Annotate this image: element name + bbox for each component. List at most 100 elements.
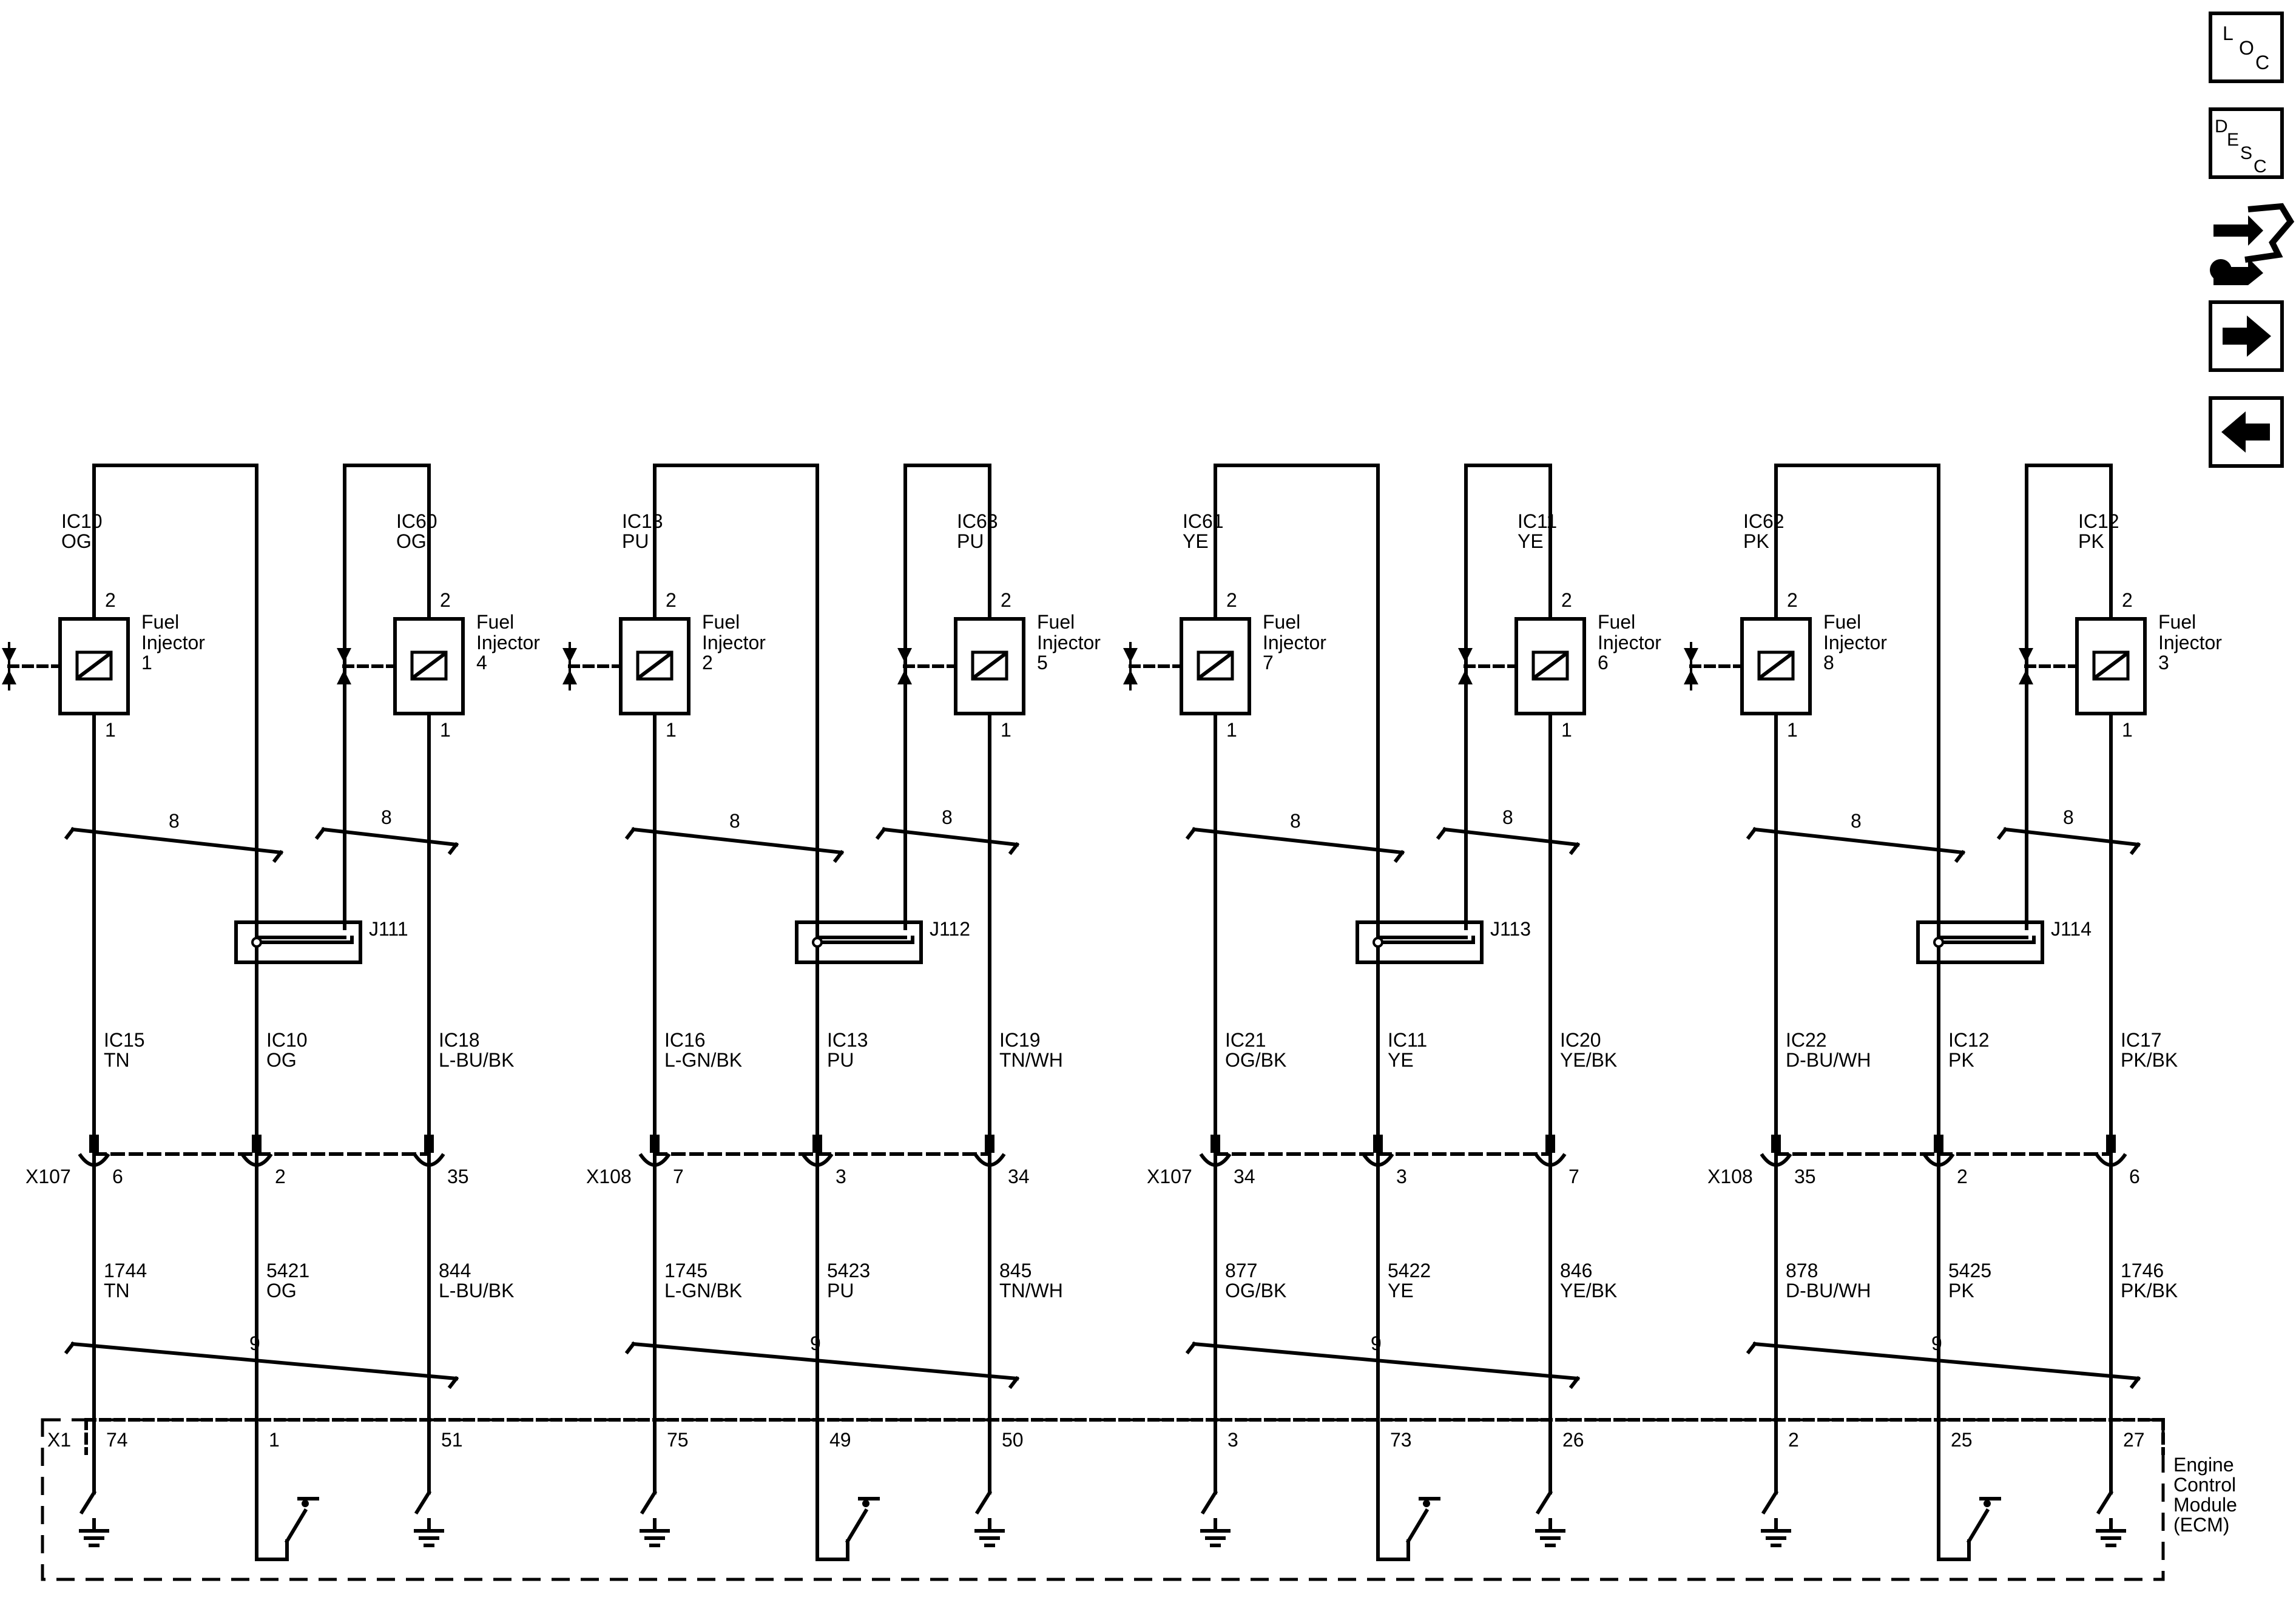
bundle-count-a: 8 xyxy=(169,810,180,832)
location-letter-l: L xyxy=(2223,22,2234,44)
low-wire-circuit-1: 1745 xyxy=(664,1260,707,1281)
actuator-arrow-down-icon xyxy=(2,648,16,663)
ecm-pin-number-3: 50 xyxy=(1002,1429,1024,1451)
injector-label-line-1: Fuel xyxy=(1823,611,1861,633)
low-wire-circuit-2: 5423 xyxy=(827,1260,870,1281)
forward-button[interactable] xyxy=(2209,300,2284,372)
ecm-pin-number-1: 2 xyxy=(1788,1429,1799,1451)
connector-pin-female xyxy=(1362,1153,1394,1167)
connector-pin-male xyxy=(985,1135,994,1153)
description-letter-c: C xyxy=(2254,157,2267,177)
splice-label: J111 xyxy=(369,918,408,940)
connector-pin-male xyxy=(1210,1135,1220,1153)
mid-wire-color-1: TN xyxy=(104,1049,130,1071)
connector-pin-number-1: 6 xyxy=(112,1166,123,1187)
splice-pack xyxy=(1356,920,1484,964)
injector-group-4: 21FuelInjector8IC62PK21FuelInjector3IC12… xyxy=(1684,464,2222,1561)
injector-number: 7 xyxy=(1263,652,1274,673)
connector-pin-number-1: 7 xyxy=(673,1166,684,1187)
mid-wire-color-2: OG xyxy=(266,1049,297,1071)
injector-label-line-2: Injector xyxy=(2158,632,2222,653)
connector-pin-male xyxy=(252,1135,262,1153)
ecm-pin-number-1: 75 xyxy=(667,1429,689,1451)
splice-node xyxy=(251,937,262,948)
splice-label: J114 xyxy=(2051,918,2092,940)
connector-tool-icon[interactable] xyxy=(2210,203,2295,285)
back-button[interactable] xyxy=(2209,396,2284,468)
injector-pin-top: 2 xyxy=(105,589,116,611)
actuator-arrow-down-icon xyxy=(897,648,912,663)
low-wire-circuit-2: 5422 xyxy=(1388,1260,1431,1281)
driver-switch xyxy=(2096,1490,2114,1515)
actuator-arrow-up-icon xyxy=(1684,670,1698,684)
connector-pin-male xyxy=(1545,1135,1555,1153)
injector-coil-slash xyxy=(1198,652,1233,680)
injector-wire-color: PU xyxy=(957,530,984,552)
injector-label-line-2: Injector xyxy=(1823,632,1887,653)
connector-pin-female xyxy=(78,1153,110,1167)
injector-pin-top: 2 xyxy=(1001,589,1011,611)
mid-wire-color-1: OG/BK xyxy=(1225,1049,1286,1071)
description-button[interactable]: D E S C xyxy=(2209,107,2284,179)
connector-pin-male xyxy=(1934,1135,1943,1153)
mid-wire-circuit-1: IC22 xyxy=(1786,1029,1827,1051)
actuator-arrow-up-icon xyxy=(897,670,912,684)
connector-pin-female xyxy=(638,1153,671,1167)
injector-pin-bottom: 1 xyxy=(666,719,677,741)
injector-coil-slash xyxy=(76,652,112,680)
injector-coil-slash xyxy=(1758,652,1794,680)
connector-pin-number-3: 35 xyxy=(447,1166,469,1187)
driver-switch xyxy=(1535,1490,1553,1515)
low-wire-color-3: PK/BK xyxy=(2121,1280,2178,1301)
location-button[interactable]: L O C xyxy=(2209,12,2284,83)
lower-bundle-count: 9 xyxy=(249,1332,260,1354)
high-side-node xyxy=(302,1500,309,1507)
low-wire-circuit-3: 845 xyxy=(999,1260,1032,1281)
lower-bundle-mark xyxy=(1192,1342,1580,1381)
injector-number: 1 xyxy=(141,652,152,673)
injector-circuit-number: IC10 xyxy=(61,510,103,532)
injector-circuit-number: IC61 xyxy=(1183,510,1224,532)
actuator-arrow-up-icon xyxy=(562,670,577,684)
mid-wire-circuit-3: IC17 xyxy=(2121,1029,2162,1051)
bundle-count-a: 8 xyxy=(729,810,740,832)
mid-wire-circuit-3: IC20 xyxy=(1560,1029,1601,1051)
low-wire-color-1: L-GN/BK xyxy=(664,1280,742,1301)
splice-label: J113 xyxy=(1490,918,1531,940)
connector-pin-number-1: 34 xyxy=(1234,1166,1255,1187)
mid-wire-circuit-3: IC18 xyxy=(439,1029,480,1051)
connector-pin-number-2: 2 xyxy=(275,1166,286,1187)
low-wire-circuit-1: 877 xyxy=(1225,1260,1257,1281)
mid-wire-circuit-3: IC19 xyxy=(999,1029,1041,1051)
connector-pin-number-3: 6 xyxy=(2129,1166,2140,1187)
ecm-pin-number-2: 25 xyxy=(1951,1429,1973,1451)
lower-bundle-tick-r xyxy=(1568,1376,1581,1389)
bundle-count-b: 8 xyxy=(381,806,392,828)
low-wire-color-1: D-BU/WH xyxy=(1786,1280,1871,1301)
connector-pin-male xyxy=(2106,1135,2116,1153)
injector-coil-slash xyxy=(1533,652,1568,680)
bundle-mark-a-tick-r xyxy=(1954,849,1966,863)
ecm-pin-number-1: 3 xyxy=(1227,1429,1238,1451)
splice-pack xyxy=(234,920,362,964)
injector-pin-top: 2 xyxy=(1561,589,1572,611)
lower-bundle-tick-r xyxy=(2129,1376,2141,1389)
actuator-arrow-up-icon xyxy=(1123,670,1138,684)
splice-pack xyxy=(795,920,923,964)
low-wire-color-2: OG xyxy=(266,1280,297,1301)
bundle-mark-a xyxy=(1752,827,1965,855)
bundle-mark-b-tick-r xyxy=(2129,842,2141,856)
injector-coil-slash xyxy=(972,652,1007,680)
injector-label-line-1: Fuel xyxy=(1598,611,1635,633)
mid-wire-color-3: PK/BK xyxy=(2121,1049,2178,1071)
high-side-node xyxy=(1984,1500,1991,1507)
connector-pin-number-2: 2 xyxy=(1957,1166,1968,1187)
actuator-arrow-down-icon xyxy=(1123,648,1138,663)
connector-pin-number-2: 3 xyxy=(1396,1166,1407,1187)
nav-panel: L O C D E S C xyxy=(2209,12,2295,468)
injector-label-line-2: Injector xyxy=(1037,632,1101,653)
lower-bundle-mark xyxy=(631,1342,1019,1381)
ecm-pin-number-3: 27 xyxy=(2123,1429,2145,1451)
injector-label-line-2: Injector xyxy=(141,632,205,653)
splice-label: J112 xyxy=(930,918,970,940)
